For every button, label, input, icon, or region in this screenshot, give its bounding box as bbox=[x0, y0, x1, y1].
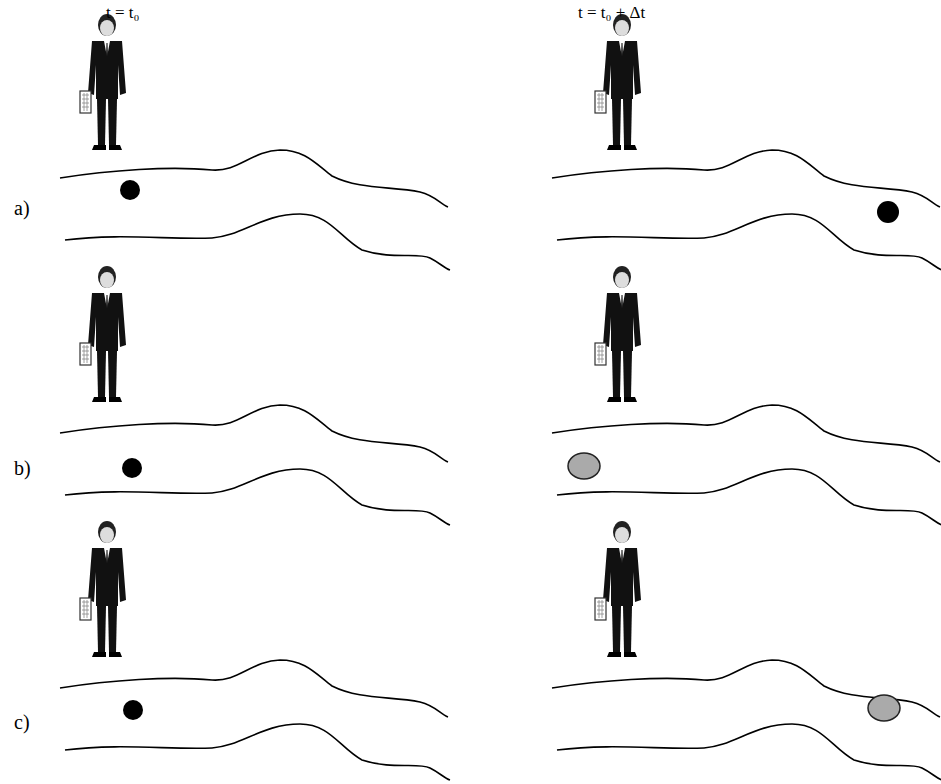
row-label: c) bbox=[14, 712, 30, 732]
row-label: b) bbox=[14, 458, 31, 478]
column-heading: t = t₀ + Δt bbox=[578, 4, 645, 21]
column-heading: t = t₀ bbox=[106, 4, 139, 21]
row-label: a) bbox=[14, 198, 30, 218]
